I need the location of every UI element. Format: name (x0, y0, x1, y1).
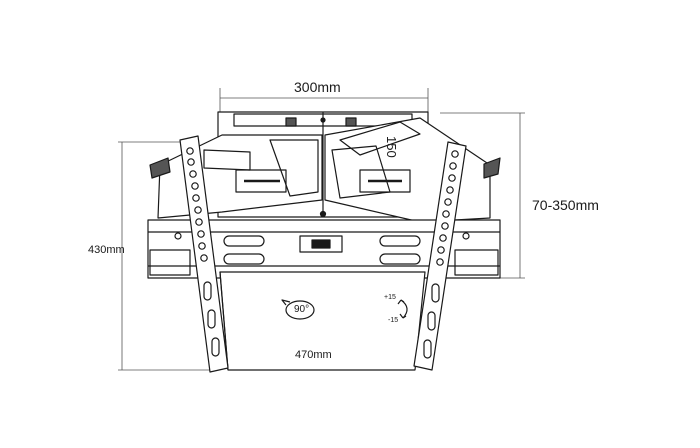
tilt-down-label: -15 (388, 317, 399, 324)
bottom-width-label: 470mm (295, 349, 332, 361)
extension-label: 70-350mm (532, 197, 599, 213)
left-bracket (179, 135, 229, 373)
right-arm (324, 117, 501, 223)
tilt-indicator (397, 299, 408, 319)
right-bracket (413, 141, 467, 371)
top-width-label: 300mm (294, 79, 341, 95)
swivel-angle-label: 90° (294, 304, 310, 315)
side-offset-label: 150 (384, 136, 399, 158)
height-label: 430mm (88, 244, 125, 256)
tilt-up-label: +15 (384, 294, 396, 301)
rotation-indicator (281, 299, 315, 320)
